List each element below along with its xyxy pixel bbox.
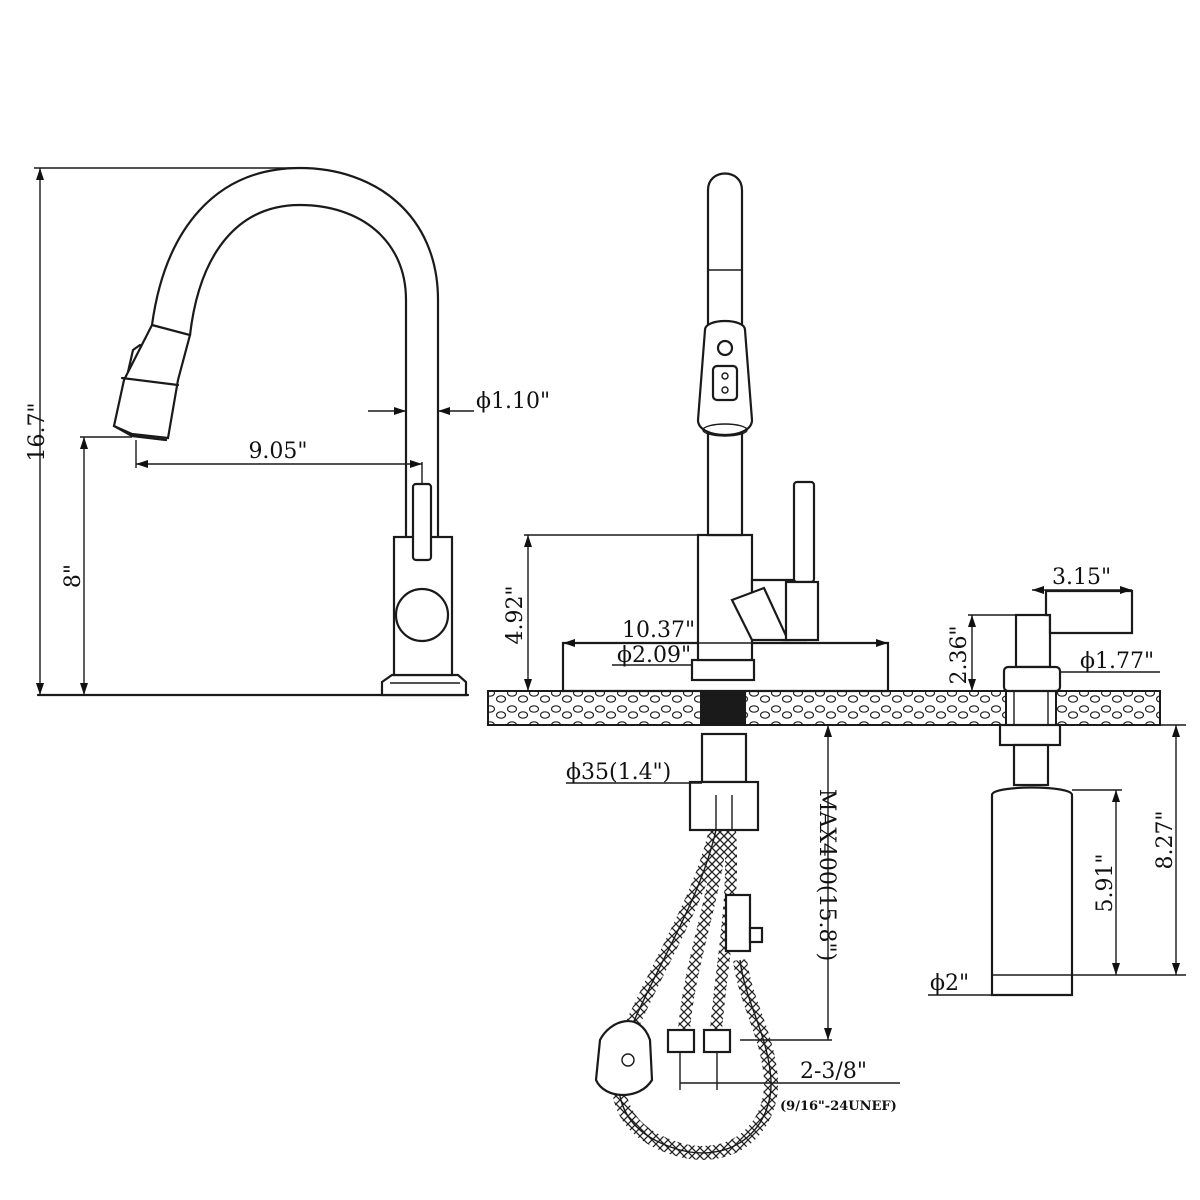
dispenser-nozzle	[1044, 589, 1134, 635]
under-counter-length-label: 8.27"	[1153, 810, 1178, 869]
bottle-length-label: 5.91"	[1093, 853, 1118, 912]
bottle-diameter-label: ϕ2"	[930, 971, 969, 996]
shank	[700, 732, 748, 784]
deck-plate-width-label: 10.37"	[622, 618, 695, 643]
hose-weight	[594, 1020, 654, 1096]
countertop	[487, 690, 1161, 726]
side-view: 16.7" 8" 9.05" ϕ1.10"	[25, 166, 550, 697]
side-spout-inner	[188, 203, 408, 539]
pump-reach-label: 3.15"	[1052, 565, 1111, 590]
side-handle-knob	[394, 587, 450, 643]
spout-reach-label: 9.05"	[248, 439, 307, 464]
side-handle-lever	[411, 482, 433, 562]
hose-fitting-label: 2-3/8"	[800, 1059, 867, 1084]
thread-spec-label: (9/16"-24UNEF)	[780, 1099, 897, 1114]
collar-diameter-label: ϕ1.77"	[1080, 649, 1154, 674]
hose-middle	[678, 829, 728, 1031]
shank-diameter-label: ϕ35(1.4")	[566, 760, 671, 785]
spout-clearance-label: 8"	[61, 564, 86, 588]
dispenser-pump-head	[1014, 613, 1052, 669]
front-view: 4.92" 10.37" ϕ2.09" ϕ35(1.4") MAX400(15.…	[503, 172, 900, 1160]
pump-height-label: 2.36"	[947, 625, 972, 684]
dispenser-bottle	[990, 786, 1074, 997]
base-diameter-label: ϕ2.09"	[617, 643, 691, 668]
spout-diameter-label: ϕ1.10"	[476, 389, 550, 414]
hose-length-label: MAX400(15.8")	[814, 789, 839, 961]
soap-dispenser: 3.15" 2.36" ϕ1.77" 8.27" 5.91" ϕ2"	[928, 565, 1186, 997]
side-spout-outer	[150, 166, 440, 539]
side-base	[380, 673, 468, 697]
height-total-label: 16.7"	[25, 402, 50, 461]
body-height-label: 4.92"	[503, 585, 528, 644]
